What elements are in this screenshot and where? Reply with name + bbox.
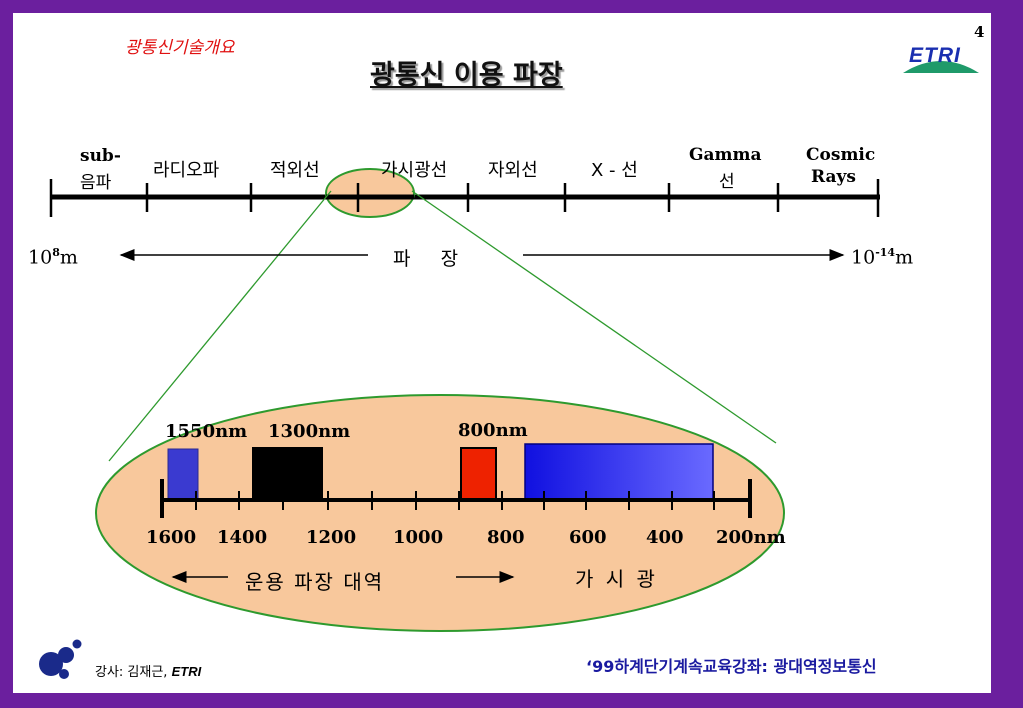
band-label-radio: 라디오파 <box>153 160 220 181</box>
band-label-cosmic-line1: Cosmic <box>806 145 876 165</box>
wavelength-right-end: 10-14m <box>851 246 914 269</box>
etri-logo-text: ETRI <box>909 44 961 67</box>
band-label-gamma-line2: 선 <box>719 172 735 192</box>
page-number: 4 <box>974 23 985 41</box>
spectrum-diagram <box>49 168 880 632</box>
zoom-ticks <box>160 479 752 518</box>
tick-label-1400: 1400 <box>217 527 268 548</box>
marker-label-1300nm: 1300nm <box>268 421 351 442</box>
visible-light-label: 가 시 광 <box>575 567 658 591</box>
band-label-sub-line1: sub- <box>80 146 121 166</box>
band-label-gamma-line1: Gamma <box>689 145 762 165</box>
zoom-line-right <box>411 190 777 444</box>
band-label-xray: X - 선 <box>591 160 638 181</box>
tick-label-400: 400 <box>646 527 684 548</box>
tick-label-1600: 1600 <box>146 527 197 548</box>
band-label-ultraviolet: 자외선 <box>488 160 538 181</box>
band-1300nm <box>252 447 323 502</box>
band-label-cosmic-line2: Rays <box>811 167 856 187</box>
band-label-infrared: 적외선 <box>270 160 320 181</box>
operating-band-label: 운용 파장 대역 <box>245 570 385 594</box>
etri-logo-arc-icon <box>903 61 979 73</box>
etri-logo: ETRI <box>901 41 983 81</box>
band-label-sub-line2: 음파 <box>80 173 112 193</box>
wavelength-axis-label: 파 장 <box>393 248 459 270</box>
spectrum-ticks <box>49 179 880 217</box>
band-800nm <box>460 447 497 501</box>
course-label: 광통신기술개요 <box>125 38 235 58</box>
lecturer-credit: 강사: 김재근, ETRI <box>95 664 202 680</box>
series-title: ‘99하계단기계속교육강좌: 광대역정보통신 <box>586 657 877 676</box>
zoom-line-left <box>108 190 332 462</box>
band-label-visible: 가시광선 <box>381 160 448 181</box>
tick-label-1200: 1200 <box>306 527 357 548</box>
band-1550nm <box>167 448 199 501</box>
slide: 광통신기술개요 광통신 이용 파장 4 ETRI <box>13 13 991 693</box>
marker-label-1550nm: 1550nm <box>165 421 248 442</box>
slide-title: 광통신 이용 파장 <box>370 60 563 91</box>
lecture-logo-icon <box>39 639 82 679</box>
tick-label-1000: 1000 <box>393 527 444 548</box>
tick-label-200nm: 200nm <box>716 527 786 548</box>
visible-band <box>524 443 714 500</box>
tick-label-800: 800 <box>487 527 525 548</box>
tick-label-600: 600 <box>569 527 607 548</box>
wavelength-left-end: 108m <box>28 246 78 269</box>
marker-label-800nm: 800nm <box>458 420 528 441</box>
